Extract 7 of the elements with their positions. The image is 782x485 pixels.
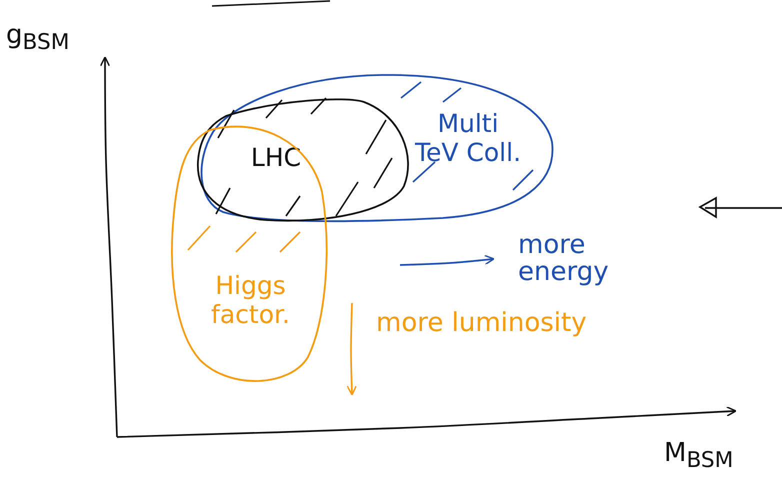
region-label: Higgs factor. <box>210 272 291 330</box>
axis-label: g$_{BSM}$ <box>6 22 70 55</box>
arrow-label: more luminosity <box>376 310 588 338</box>
arrow-label: more energy <box>518 232 610 287</box>
region-label: Multi TeV Coll. <box>414 110 522 168</box>
region-label: LHC <box>250 144 302 173</box>
axis-label: M$_{BSM}$ <box>664 440 734 473</box>
